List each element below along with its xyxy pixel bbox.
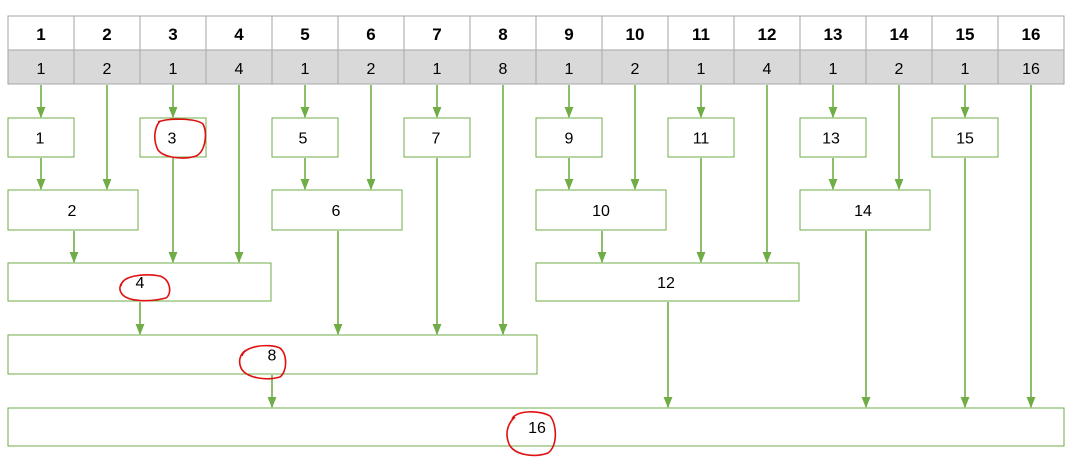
tree-node-10: 10 bbox=[535, 189, 667, 231]
tree-node-5: 5 bbox=[271, 117, 339, 158]
index-cell: 11 bbox=[692, 25, 710, 44]
value-cell: 2 bbox=[631, 61, 640, 78]
index-cell: 9 bbox=[564, 25, 573, 44]
red-highlight-circle bbox=[238, 344, 287, 380]
node-label: 15 bbox=[956, 131, 974, 148]
tree-node-2: 2 bbox=[7, 189, 139, 231]
node-box bbox=[799, 117, 867, 158]
node-box bbox=[7, 117, 75, 158]
value-cell: 2 bbox=[895, 61, 904, 78]
node-box bbox=[7, 262, 272, 302]
index-cell: 1 bbox=[36, 25, 45, 44]
tree-node-7: 7 bbox=[403, 117, 471, 158]
node-box bbox=[535, 117, 603, 158]
node-box bbox=[7, 334, 538, 375]
node-box bbox=[535, 189, 667, 231]
node-box bbox=[7, 407, 1065, 447]
index-cell: 10 bbox=[626, 25, 645, 44]
index-cell: 6 bbox=[366, 25, 375, 44]
tree-node-12: 12 bbox=[535, 262, 800, 302]
value-cell: 16 bbox=[1022, 61, 1040, 78]
node-label: 13 bbox=[822, 131, 840, 148]
value-cell: 1 bbox=[169, 61, 178, 78]
node-box bbox=[931, 117, 999, 158]
value-cell: 1 bbox=[697, 61, 706, 78]
index-cell: 8 bbox=[498, 25, 507, 44]
node-box bbox=[271, 189, 403, 231]
node-box bbox=[535, 262, 800, 302]
node-label: 4 bbox=[136, 275, 145, 292]
node-label: 5 bbox=[299, 131, 308, 148]
node-label: 2 bbox=[68, 203, 77, 220]
table-gridlines bbox=[73, 16, 999, 84]
tree-node-4: 4 bbox=[7, 262, 272, 302]
node-label: 8 bbox=[268, 348, 277, 365]
value-cell: 1 bbox=[301, 61, 310, 78]
tree-node-8: 8 bbox=[7, 334, 538, 375]
node-box bbox=[271, 117, 339, 158]
value-cell: 1 bbox=[829, 61, 838, 78]
index-cell: 16 bbox=[1022, 25, 1041, 44]
node-label: 3 bbox=[168, 131, 177, 148]
highlight-annotations bbox=[119, 118, 557, 457]
tree-node-9: 9 bbox=[535, 117, 603, 158]
index-cell: 15 bbox=[956, 25, 975, 44]
value-cell: 1 bbox=[37, 61, 46, 78]
node-label: 14 bbox=[854, 203, 872, 220]
node-label: 6 bbox=[332, 203, 341, 220]
tree-node-1: 1 bbox=[7, 117, 75, 158]
index-cell: 12 bbox=[758, 25, 777, 44]
tree-node-13: 13 bbox=[799, 117, 867, 158]
index-cell: 13 bbox=[824, 25, 843, 44]
node-label: 7 bbox=[432, 131, 441, 148]
index-cell: 2 bbox=[102, 25, 111, 44]
index-cell: 4 bbox=[234, 25, 244, 44]
value-cell: 2 bbox=[367, 61, 376, 78]
tree-node-3: 3 bbox=[139, 117, 207, 158]
red-highlight-circle bbox=[154, 118, 207, 159]
index-cell: 14 bbox=[890, 25, 909, 44]
tree-node-14: 14 bbox=[799, 189, 931, 231]
node-label: 16 bbox=[528, 420, 546, 437]
node-box bbox=[403, 117, 471, 158]
connector-arrows bbox=[36, 85, 1036, 409]
node-label: 9 bbox=[565, 131, 574, 148]
value-cell: 4 bbox=[763, 61, 772, 78]
node-box bbox=[139, 117, 207, 158]
value-cell: 4 bbox=[235, 61, 244, 78]
tree-node-16: 16 bbox=[7, 407, 1065, 447]
node-label: 12 bbox=[657, 275, 675, 292]
node-label: 10 bbox=[592, 203, 610, 220]
value-cell: 1 bbox=[565, 61, 574, 78]
node-box bbox=[799, 189, 931, 231]
node-label: 1 bbox=[36, 131, 45, 148]
tree-node-11: 11 bbox=[667, 117, 735, 158]
value-cell: 1 bbox=[961, 61, 970, 78]
value-cell: 8 bbox=[499, 61, 508, 78]
value-cells: 1 2 1 4 1 2 1 8 1 2 1 4 1 2 1 16 bbox=[37, 61, 1040, 78]
red-highlight-circle bbox=[119, 274, 171, 302]
node-box bbox=[667, 117, 735, 158]
tree-node-6: 6 bbox=[271, 189, 403, 231]
value-cell: 2 bbox=[103, 61, 112, 78]
index-cell: 7 bbox=[432, 25, 441, 44]
value-cell: 1 bbox=[433, 61, 442, 78]
node-box bbox=[7, 189, 139, 231]
red-highlight-circle bbox=[506, 411, 557, 457]
node-label: 11 bbox=[693, 131, 710, 148]
index-cell: 5 bbox=[300, 25, 309, 44]
tree-node-15: 15 bbox=[931, 117, 999, 158]
index-cell: 3 bbox=[168, 25, 177, 44]
